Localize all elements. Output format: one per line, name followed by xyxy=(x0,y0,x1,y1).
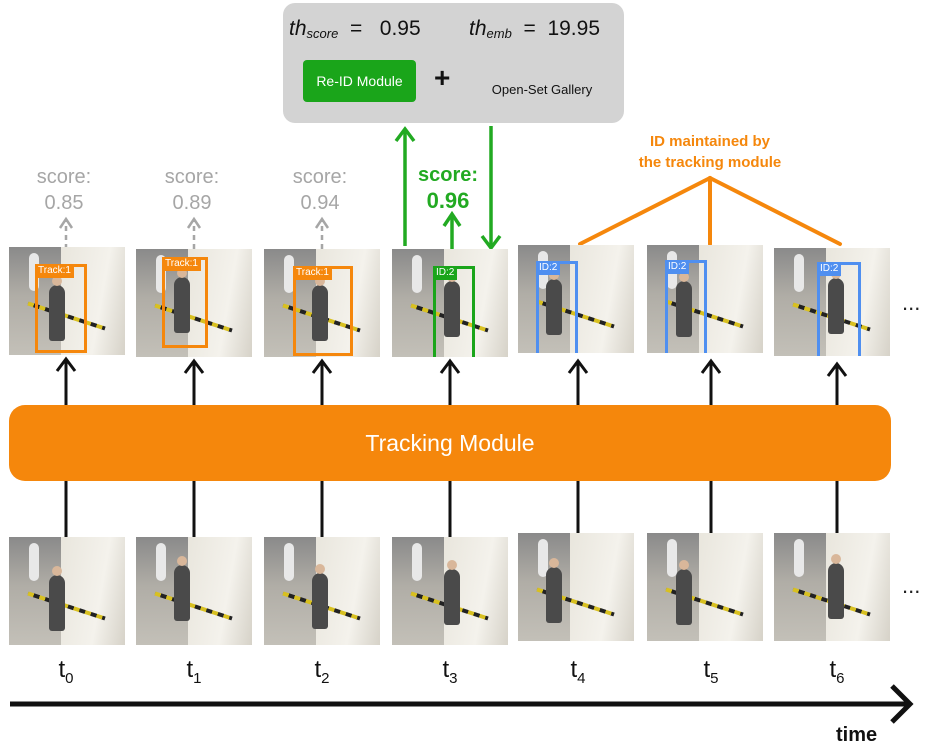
score-t1: score:0.89 xyxy=(164,166,220,214)
person-figure xyxy=(174,268,190,333)
time-step-t1: t1 xyxy=(186,656,202,687)
person-figure xyxy=(49,566,65,631)
score-t2: score:0.94 xyxy=(292,166,348,214)
person-figure xyxy=(828,554,844,619)
tracked-frame-t4: ID:2 xyxy=(518,245,634,353)
track-id-tag: ID:2 xyxy=(665,260,690,274)
track-id-tag: ID:2 xyxy=(817,262,842,276)
arrowhead-t2 xyxy=(311,358,333,374)
plus-sign: + xyxy=(434,62,451,93)
bounding-box: Track:1 xyxy=(35,264,87,353)
track-id-tag: Track:1 xyxy=(35,264,74,278)
tracked-frame-t5: ID:2 xyxy=(647,245,763,353)
arrowhead-t3 xyxy=(439,358,461,374)
time-axis-label: time xyxy=(836,724,878,746)
time-axis xyxy=(10,684,914,724)
input-frame-t2 xyxy=(264,537,380,645)
person-figure xyxy=(444,560,460,625)
arrowhead-t5 xyxy=(700,358,722,374)
time-step-t2: t2 xyxy=(314,656,330,687)
open-set-gallery-label: Open-Set Gallery xyxy=(491,82,593,97)
tracked-frame-t6: ID:2 xyxy=(774,248,890,356)
person-figure xyxy=(546,270,562,335)
person-figure xyxy=(676,272,692,337)
th-emb-value: 19.95 xyxy=(547,17,601,40)
frame-arrows xyxy=(55,356,848,537)
bounding-box: ID:2 xyxy=(433,266,475,357)
arrowhead-t0 xyxy=(55,356,77,372)
track-id-tag: Track:1 xyxy=(293,266,332,280)
arrowhead-t1 xyxy=(183,358,205,374)
th-emb-formula: themb = 19.95 xyxy=(469,17,601,41)
track-id-tag: ID:2 xyxy=(433,266,458,280)
input-frame-t4 xyxy=(518,533,634,641)
time-step-t6: t6 xyxy=(829,656,845,687)
person-figure xyxy=(676,560,692,625)
bounding-box: Track:1 xyxy=(162,257,208,348)
input-frame-t6 xyxy=(774,533,890,641)
time-step-t0: t0 xyxy=(58,656,74,687)
tracked-frame-t1: Track:1 xyxy=(136,249,252,357)
track-id-tag: ID:2 xyxy=(536,261,561,275)
score-dashed-arrows xyxy=(58,216,330,258)
input-frame-t1 xyxy=(136,537,252,645)
time-step-t4: t4 xyxy=(570,656,586,687)
input-frame-t3 xyxy=(392,537,508,645)
arrowhead-t6 xyxy=(826,361,848,377)
ellipsis-bottom: ... xyxy=(902,573,921,598)
th-score-value: 0.95 xyxy=(379,17,421,40)
time-step-t5: t5 xyxy=(703,656,719,687)
score-t0: score:0.85 xyxy=(36,166,92,214)
track-id-tag: Track:1 xyxy=(162,257,201,271)
person-figure xyxy=(49,276,65,341)
bounding-box: ID:2 xyxy=(817,262,861,356)
tracked-frame-t2: Track:1 xyxy=(264,249,380,357)
ellipsis-top: ... xyxy=(902,290,921,315)
arrowhead-t4 xyxy=(567,358,589,374)
person-figure xyxy=(174,556,190,621)
bounding-box: ID:2 xyxy=(665,260,707,353)
score-t3: score:0.96 xyxy=(417,164,479,213)
person-figure xyxy=(546,558,562,623)
id-maintained-lines xyxy=(578,176,842,246)
bounding-box: ID:2 xyxy=(536,261,578,353)
tracking-module: Tracking Module xyxy=(9,405,891,481)
th-score-formula: thscore = 0.95 xyxy=(289,17,421,41)
person-figure xyxy=(312,564,328,629)
tracked-frame-t0: Track:1 xyxy=(9,247,125,355)
bounding-box: Track:1 xyxy=(293,266,353,356)
input-frame-t0 xyxy=(9,537,125,645)
tracked-frame-t3: ID:2 xyxy=(392,249,508,357)
input-frame-t5 xyxy=(647,533,763,641)
time-step-t3: t3 xyxy=(442,656,458,687)
reid-module-box: Re-ID Module xyxy=(303,60,416,102)
person-figure xyxy=(312,276,328,341)
